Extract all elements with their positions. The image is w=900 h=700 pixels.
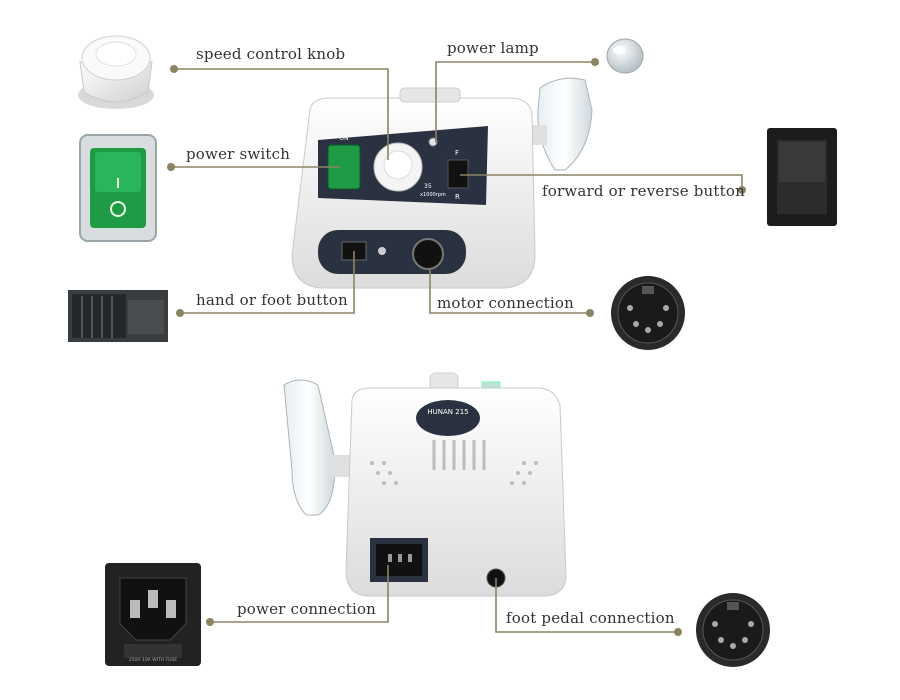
- device-rear-view: HUNAN 215: [283, 372, 567, 597]
- speed-control-knob-image: [78, 35, 154, 109]
- reverse-label: R: [455, 193, 460, 201]
- device-front-view: ON 35 x1000rpm F R: [291, 77, 593, 289]
- label-power-connection: power connection: [237, 600, 377, 618]
- label-foot-pedal-connection: foot pedal connection: [506, 609, 675, 627]
- foot-pedal-connection-image: [696, 593, 770, 667]
- hand-foot-button-image: [68, 290, 168, 342]
- motor-connection-image: [611, 276, 685, 350]
- power-lamp-image: [606, 38, 644, 74]
- label-motor-connection: motor connection: [437, 294, 574, 312]
- forward-label: F: [455, 149, 459, 157]
- label-forward-reverse-button: forward or reverse button: [542, 182, 745, 200]
- callout-lines: [171, 61, 743, 633]
- label-power-lamp: power lamp: [447, 39, 539, 57]
- rear-badge-text: HUNAN 215: [427, 408, 468, 416]
- label-speed-control-knob: speed control knob: [196, 45, 346, 63]
- power-connection-image: 250V 10A WITH FUSE: [105, 563, 201, 666]
- on-label: ON: [339, 135, 348, 142]
- callout-dots: [167, 58, 746, 636]
- power-socket-text: 250V 10A WITH FUSE: [129, 657, 177, 663]
- rpm-label: x1000rpm: [420, 192, 446, 198]
- label-power-switch: power switch: [186, 145, 291, 163]
- power-switch-image: [79, 134, 157, 242]
- forward-reverse-button-image: [767, 128, 837, 226]
- label-hand-foot-button: hand or foot button: [196, 291, 348, 309]
- scale-label: 35: [424, 183, 432, 190]
